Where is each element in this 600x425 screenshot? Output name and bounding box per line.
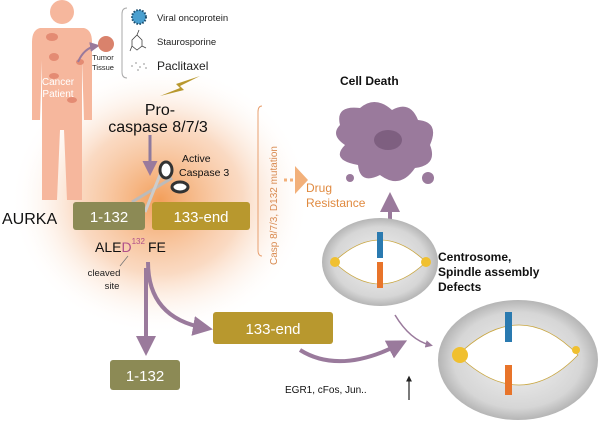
stimulus-label: Viral oncoprotein (157, 13, 228, 24)
procaspase-label: caspase 8/7/3 (108, 119, 208, 136)
resistance-condition: Casp 8/7/3, D132 mutation (269, 146, 280, 265)
tumor-icon (98, 36, 114, 52)
caspase-activity-glow (10, 65, 310, 335)
product-fragment-c-label: 133-end (245, 321, 300, 338)
molecule-icon (129, 29, 147, 52)
cleaved-site-pointer (119, 255, 129, 267)
fragment-c-box (152, 202, 250, 230)
active-caspase-label: Caspase 3 (179, 167, 229, 179)
defect-arrow (298, 340, 408, 364)
drug-resistance-label: Resistance (306, 196, 366, 210)
fragment-c-arrow (146, 261, 213, 336)
defects-label: Centrosome, (438, 250, 511, 264)
product-fragment-c-box (213, 312, 333, 344)
resistance-arrowhead (295, 166, 308, 194)
cleaved-site-label: site (105, 281, 120, 292)
fragment-n-box (73, 202, 145, 230)
lesions (46, 33, 84, 103)
virus-icon (131, 9, 147, 25)
transition-arrow (394, 314, 433, 348)
stimuli-bracket (121, 7, 128, 79)
genes-label: EGR1, cFos, Jun.. (285, 385, 367, 396)
fragment-n-label: 1-132 (90, 209, 128, 226)
tumor-label: Tissue (92, 63, 114, 72)
defects-label: Defects (438, 280, 482, 294)
dying-cell-icon (336, 101, 434, 184)
molecule-cloud-icon (131, 62, 147, 71)
product-fragment-n-box (110, 360, 180, 390)
tumor-arrow (77, 42, 100, 63)
aurka-label: AURKA (2, 211, 57, 228)
lightning-icon (160, 76, 200, 96)
resistance-bracket (257, 105, 263, 257)
fragment-c-label: 133-end (173, 209, 228, 226)
cell-death-label: Cell Death (340, 74, 399, 88)
cleaved-site-label: cleaved (88, 268, 121, 279)
patient-label: Patient (42, 89, 73, 100)
drug-resistance-label: Drug (306, 181, 332, 195)
scissors-icon (131, 160, 190, 213)
tumor-label: Tumor (92, 53, 114, 62)
procaspase-label: Pro- (145, 102, 175, 119)
normal-mitotic-cell (322, 218, 438, 306)
product-fragment-n-label: 1-132 (126, 368, 164, 385)
patient-silhouette (32, 0, 92, 200)
defective-mitotic-cell (438, 300, 598, 420)
patient-label: Cancer (42, 77, 75, 88)
active-caspase-label: Active (182, 153, 211, 165)
stimulus-label: Paclitaxel (157, 59, 208, 73)
stimulus-label: Staurosporine (157, 37, 216, 48)
defects-label: Spindle assembly (438, 265, 540, 279)
